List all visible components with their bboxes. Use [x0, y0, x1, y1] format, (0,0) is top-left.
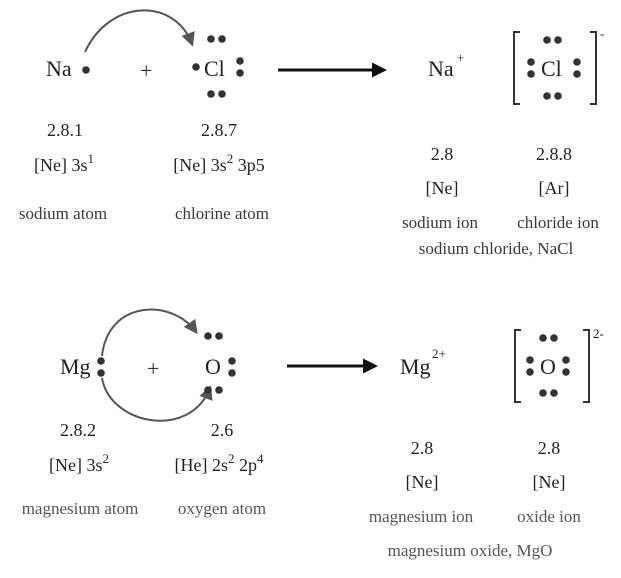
chloride-charge: -	[600, 26, 604, 41]
magnesium-valence-electron	[97, 357, 105, 365]
electron-dot	[215, 386, 223, 394]
right-bracket	[590, 31, 597, 105]
electron-dot	[228, 369, 236, 377]
electron-dot	[543, 36, 551, 44]
electron-dot	[550, 334, 558, 342]
chloride-ion: Cl -	[513, 26, 604, 105]
oxygen-atom: O	[204, 332, 236, 394]
oxygen-atom-label: oxygen atom	[178, 499, 266, 518]
oxide-charge: 2-	[593, 326, 604, 341]
magnesium-config: 2.8.2	[60, 420, 96, 440]
sodium-atom-label: sodium atom	[19, 204, 107, 223]
electron-dot	[554, 92, 562, 100]
electron-dot	[527, 58, 535, 66]
oxygen-config: 2.6	[211, 420, 234, 440]
electron-dot	[543, 92, 551, 100]
magnesium-ion-config: 2.8	[411, 438, 434, 458]
electron-dot	[207, 90, 215, 98]
electron-dot	[192, 63, 200, 71]
magnesium-ion-charge: 2+	[432, 346, 446, 361]
right-bracket	[583, 329, 590, 403]
chloride-ion-label: chloride ion	[517, 213, 599, 232]
electron-dot	[236, 57, 244, 65]
sodium-config: 2.8.1	[47, 120, 83, 140]
magnesium-ion-symbol: Mg	[400, 354, 431, 379]
sodium-ion-config: 2.8	[431, 144, 454, 164]
compound-label: sodium chloride, NaCl	[419, 239, 574, 258]
magnesium-symbol: Mg	[60, 354, 91, 379]
plus-sign: +	[140, 58, 152, 83]
magnesium-electron-config: [Ne] 3s2	[49, 451, 109, 475]
electron-dot	[573, 58, 581, 66]
electron-dot	[204, 386, 212, 394]
magnesium-atom-label: magnesium atom	[22, 499, 139, 518]
plus-sign: +	[147, 356, 159, 381]
chlorine-electron-config: [Ne] 3s2 3p5	[173, 151, 264, 175]
electron-dot	[218, 90, 226, 98]
electron-dot	[526, 356, 534, 364]
sodium-electron-config: [Ne] 3s1	[34, 151, 94, 175]
sodium-chloride-panel: Na + Cl Na + Cl	[19, 9, 604, 258]
electron-dot	[215, 332, 223, 340]
electron-dot	[550, 389, 558, 397]
chlorine-symbol: Cl	[204, 56, 225, 81]
electron-dot	[236, 69, 244, 77]
compound-label: magnesium oxide, MgO	[388, 541, 553, 560]
sodium-valence-electron	[82, 66, 90, 74]
electron-dot	[526, 368, 534, 376]
chloride-ion-electron-config: [Ar]	[539, 178, 570, 198]
chloride-ion-config: 2.8.8	[536, 144, 572, 164]
oxide-symbol: O	[540, 354, 556, 379]
electron-transfer-arrow-upper	[101, 308, 198, 357]
electron-transfer-arrow	[84, 9, 195, 53]
chlorine-atom: Cl	[192, 35, 244, 98]
oxide-ion-label: oxide ion	[517, 507, 581, 526]
electron-dot	[573, 70, 581, 78]
sodium-ion-charge: +	[457, 50, 464, 65]
electron-dot	[539, 334, 547, 342]
oxide-ion-config: 2.8	[538, 438, 561, 458]
magnesium-oxide-panel: Mg + O Mg 2+ O	[22, 308, 604, 560]
electron-dot	[562, 368, 570, 376]
oxide-ion: O 2-	[514, 326, 604, 403]
electron-dot	[207, 35, 215, 43]
oxygen-electron-config: [He] 2s2 2p4	[175, 451, 264, 475]
chlorine-config: 2.8.7	[201, 120, 237, 140]
magnesium-ion-electron-config: [Ne]	[406, 472, 439, 492]
oxide-ion-electron-config: [Ne]	[533, 472, 566, 492]
electron-dot	[554, 36, 562, 44]
oxygen-symbol: O	[205, 354, 221, 379]
sodium-ion-label: sodium ion	[402, 213, 479, 232]
electron-dot	[204, 332, 212, 340]
left-bracket	[513, 31, 520, 105]
left-bracket	[514, 329, 521, 403]
electron-dot	[527, 70, 535, 78]
sodium-symbol: Na	[46, 56, 72, 81]
magnesium-ion-label: magnesium ion	[369, 507, 474, 526]
chlorine-atom-label: chlorine atom	[175, 204, 269, 223]
sodium-ion-symbol: Na	[428, 56, 454, 81]
sodium-ion-electron-config: [Ne]	[426, 178, 459, 198]
electron-dot	[218, 35, 226, 43]
electron-dot	[562, 356, 570, 364]
electron-dot	[539, 389, 547, 397]
electron-dot	[228, 357, 236, 365]
electron-transfer-arrow-lower	[101, 377, 213, 422]
chloride-symbol: Cl	[541, 56, 562, 81]
magnesium-valence-electron	[97, 369, 105, 377]
